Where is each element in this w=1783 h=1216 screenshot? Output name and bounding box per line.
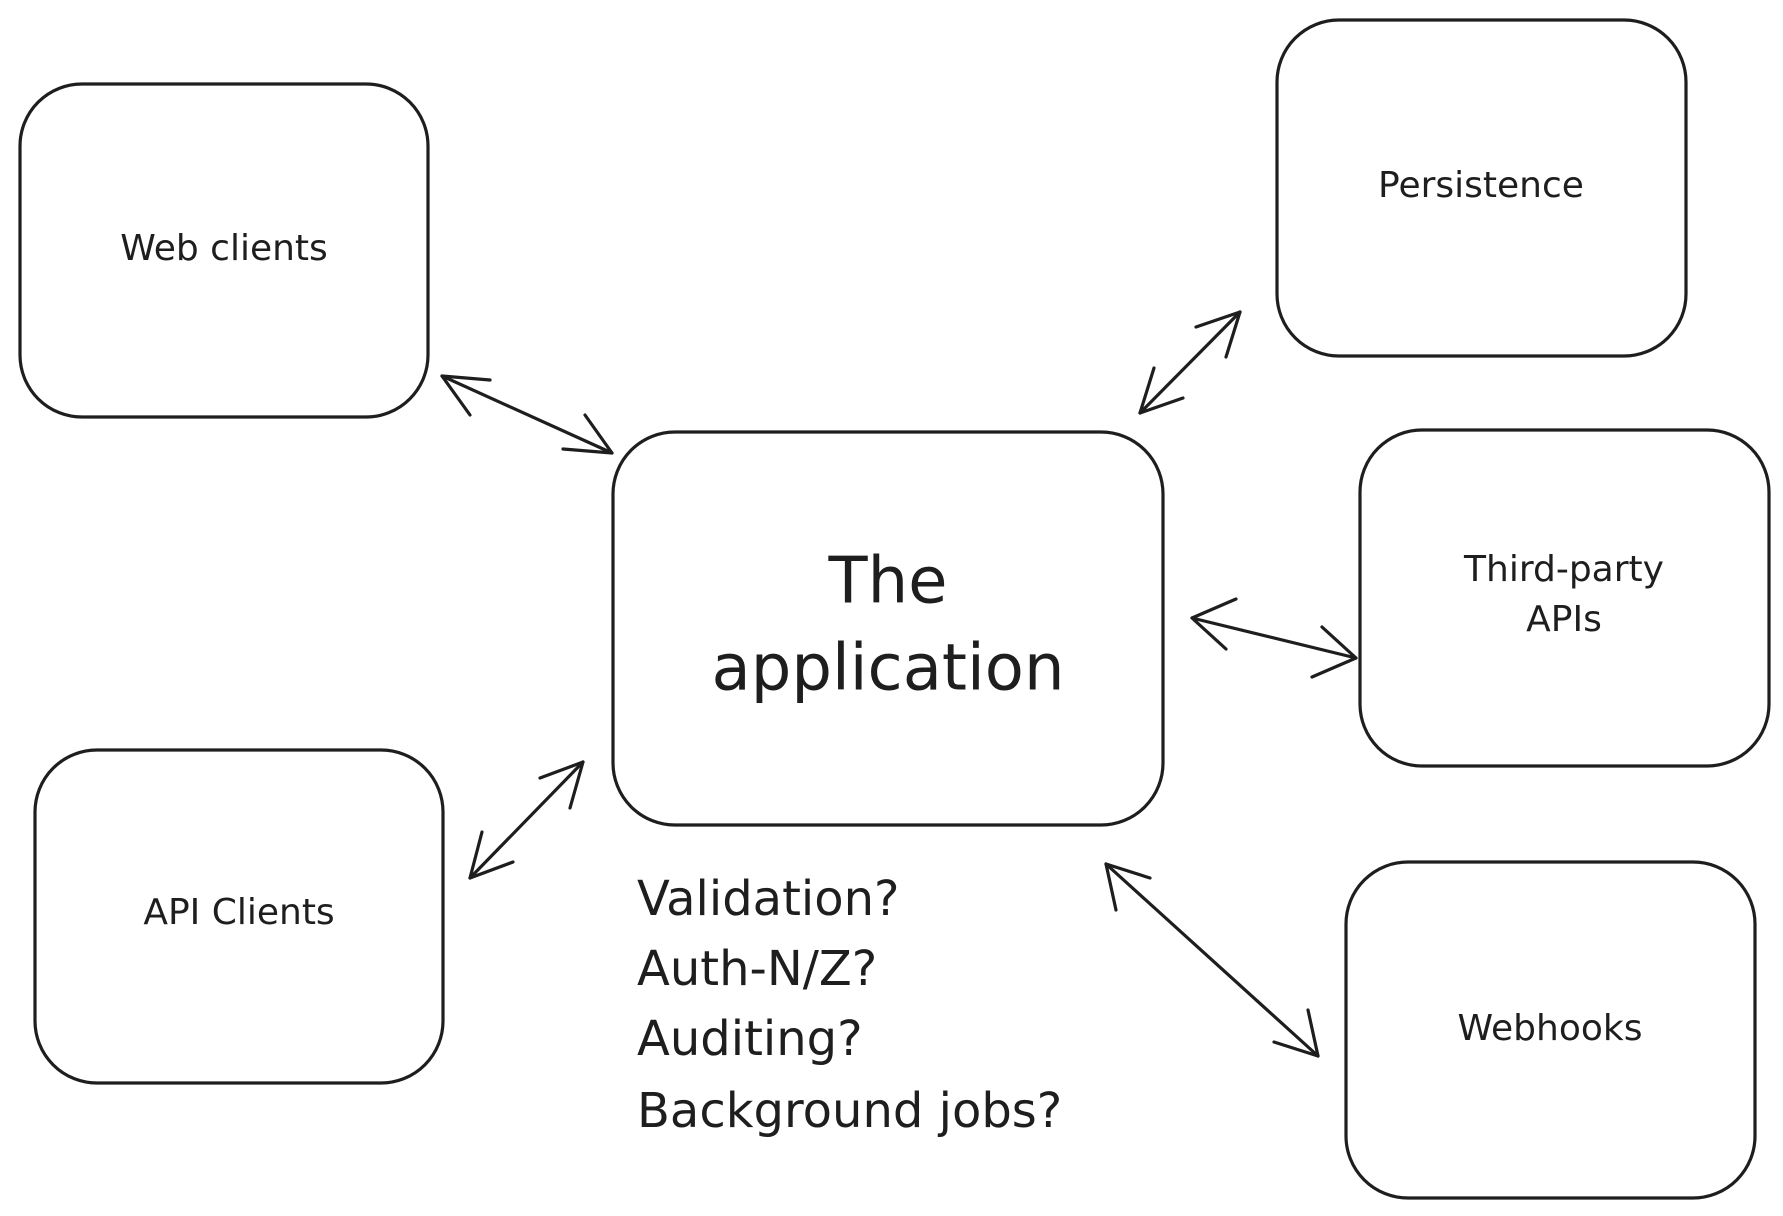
node-persistence-box — [1275, 18, 1688, 358]
node-web-clients-box — [18, 82, 430, 419]
node-persistence[interactable]: Persistence — [1275, 18, 1688, 358]
edge-web-clients-application-head-start — [440, 374, 492, 417]
edge-application-third-party-head-start — [1190, 597, 1238, 651]
edge-web-clients-application-head-end — [561, 413, 614, 455]
node-application-label-line1: The — [827, 545, 947, 619]
node-third-party-apis-box — [1358, 428, 1771, 768]
edge-api-clients-application-shaft — [468, 760, 585, 880]
node-web-clients[interactable]: Web clients — [18, 82, 430, 419]
node-api-clients[interactable]: API Clients — [33, 748, 445, 1085]
node-web-clients-label: Web clients — [120, 228, 328, 269]
edge-application-persistence — [1138, 310, 1242, 415]
edge-api-clients-application-head-end — [538, 760, 585, 810]
edge-application-third-party-head-end — [1310, 625, 1358, 679]
edge-application-third-party-shaft — [1190, 616, 1358, 660]
edge-web-clients-application-shaft — [440, 374, 614, 455]
edge-api-clients-application-head-start — [468, 830, 515, 880]
node-api-clients-label: API Clients — [143, 892, 334, 933]
edge-application-webhooks-shaft — [1104, 862, 1320, 1058]
node-persistence-label: Persistence — [1378, 165, 1584, 206]
edge-application-webhooks-head-start — [1104, 862, 1152, 912]
notes-list: Validation? Auth-N/Z? Auditing? Backgrou… — [637, 871, 1062, 1139]
node-third-party-apis[interactable]: Third-party APIs — [1358, 428, 1771, 768]
edge-application-webhooks-head-end — [1272, 1008, 1320, 1058]
node-webhooks-label: Webhooks — [1458, 1008, 1643, 1049]
note-background-jobs: Background jobs? — [637, 1083, 1062, 1139]
edge-application-persistence-head-start — [1138, 366, 1185, 415]
edge-web-clients-application — [440, 374, 614, 455]
edge-application-persistence-head-end — [1194, 310, 1242, 359]
note-auditing: Auditing? — [637, 1011, 863, 1067]
edge-api-clients-application — [468, 760, 585, 880]
node-webhooks-box — [1344, 860, 1757, 1200]
edge-application-webhooks — [1104, 862, 1320, 1058]
edges — [440, 310, 1358, 1058]
node-api-clients-box — [33, 748, 445, 1085]
node-application-label-line2: application — [711, 632, 1064, 706]
note-validation: Validation? — [637, 871, 900, 927]
edge-application-third-party — [1190, 597, 1358, 679]
node-third-party-apis-label-line2: APIs — [1526, 599, 1602, 640]
node-application[interactable]: The application — [611, 430, 1165, 827]
node-application-box — [611, 430, 1165, 827]
note-auth: Auth-N/Z? — [637, 941, 877, 997]
edge-application-persistence-shaft — [1138, 310, 1242, 415]
node-third-party-apis-label-line1: Third-party — [1463, 549, 1664, 590]
node-webhooks[interactable]: Webhooks — [1344, 860, 1757, 1200]
